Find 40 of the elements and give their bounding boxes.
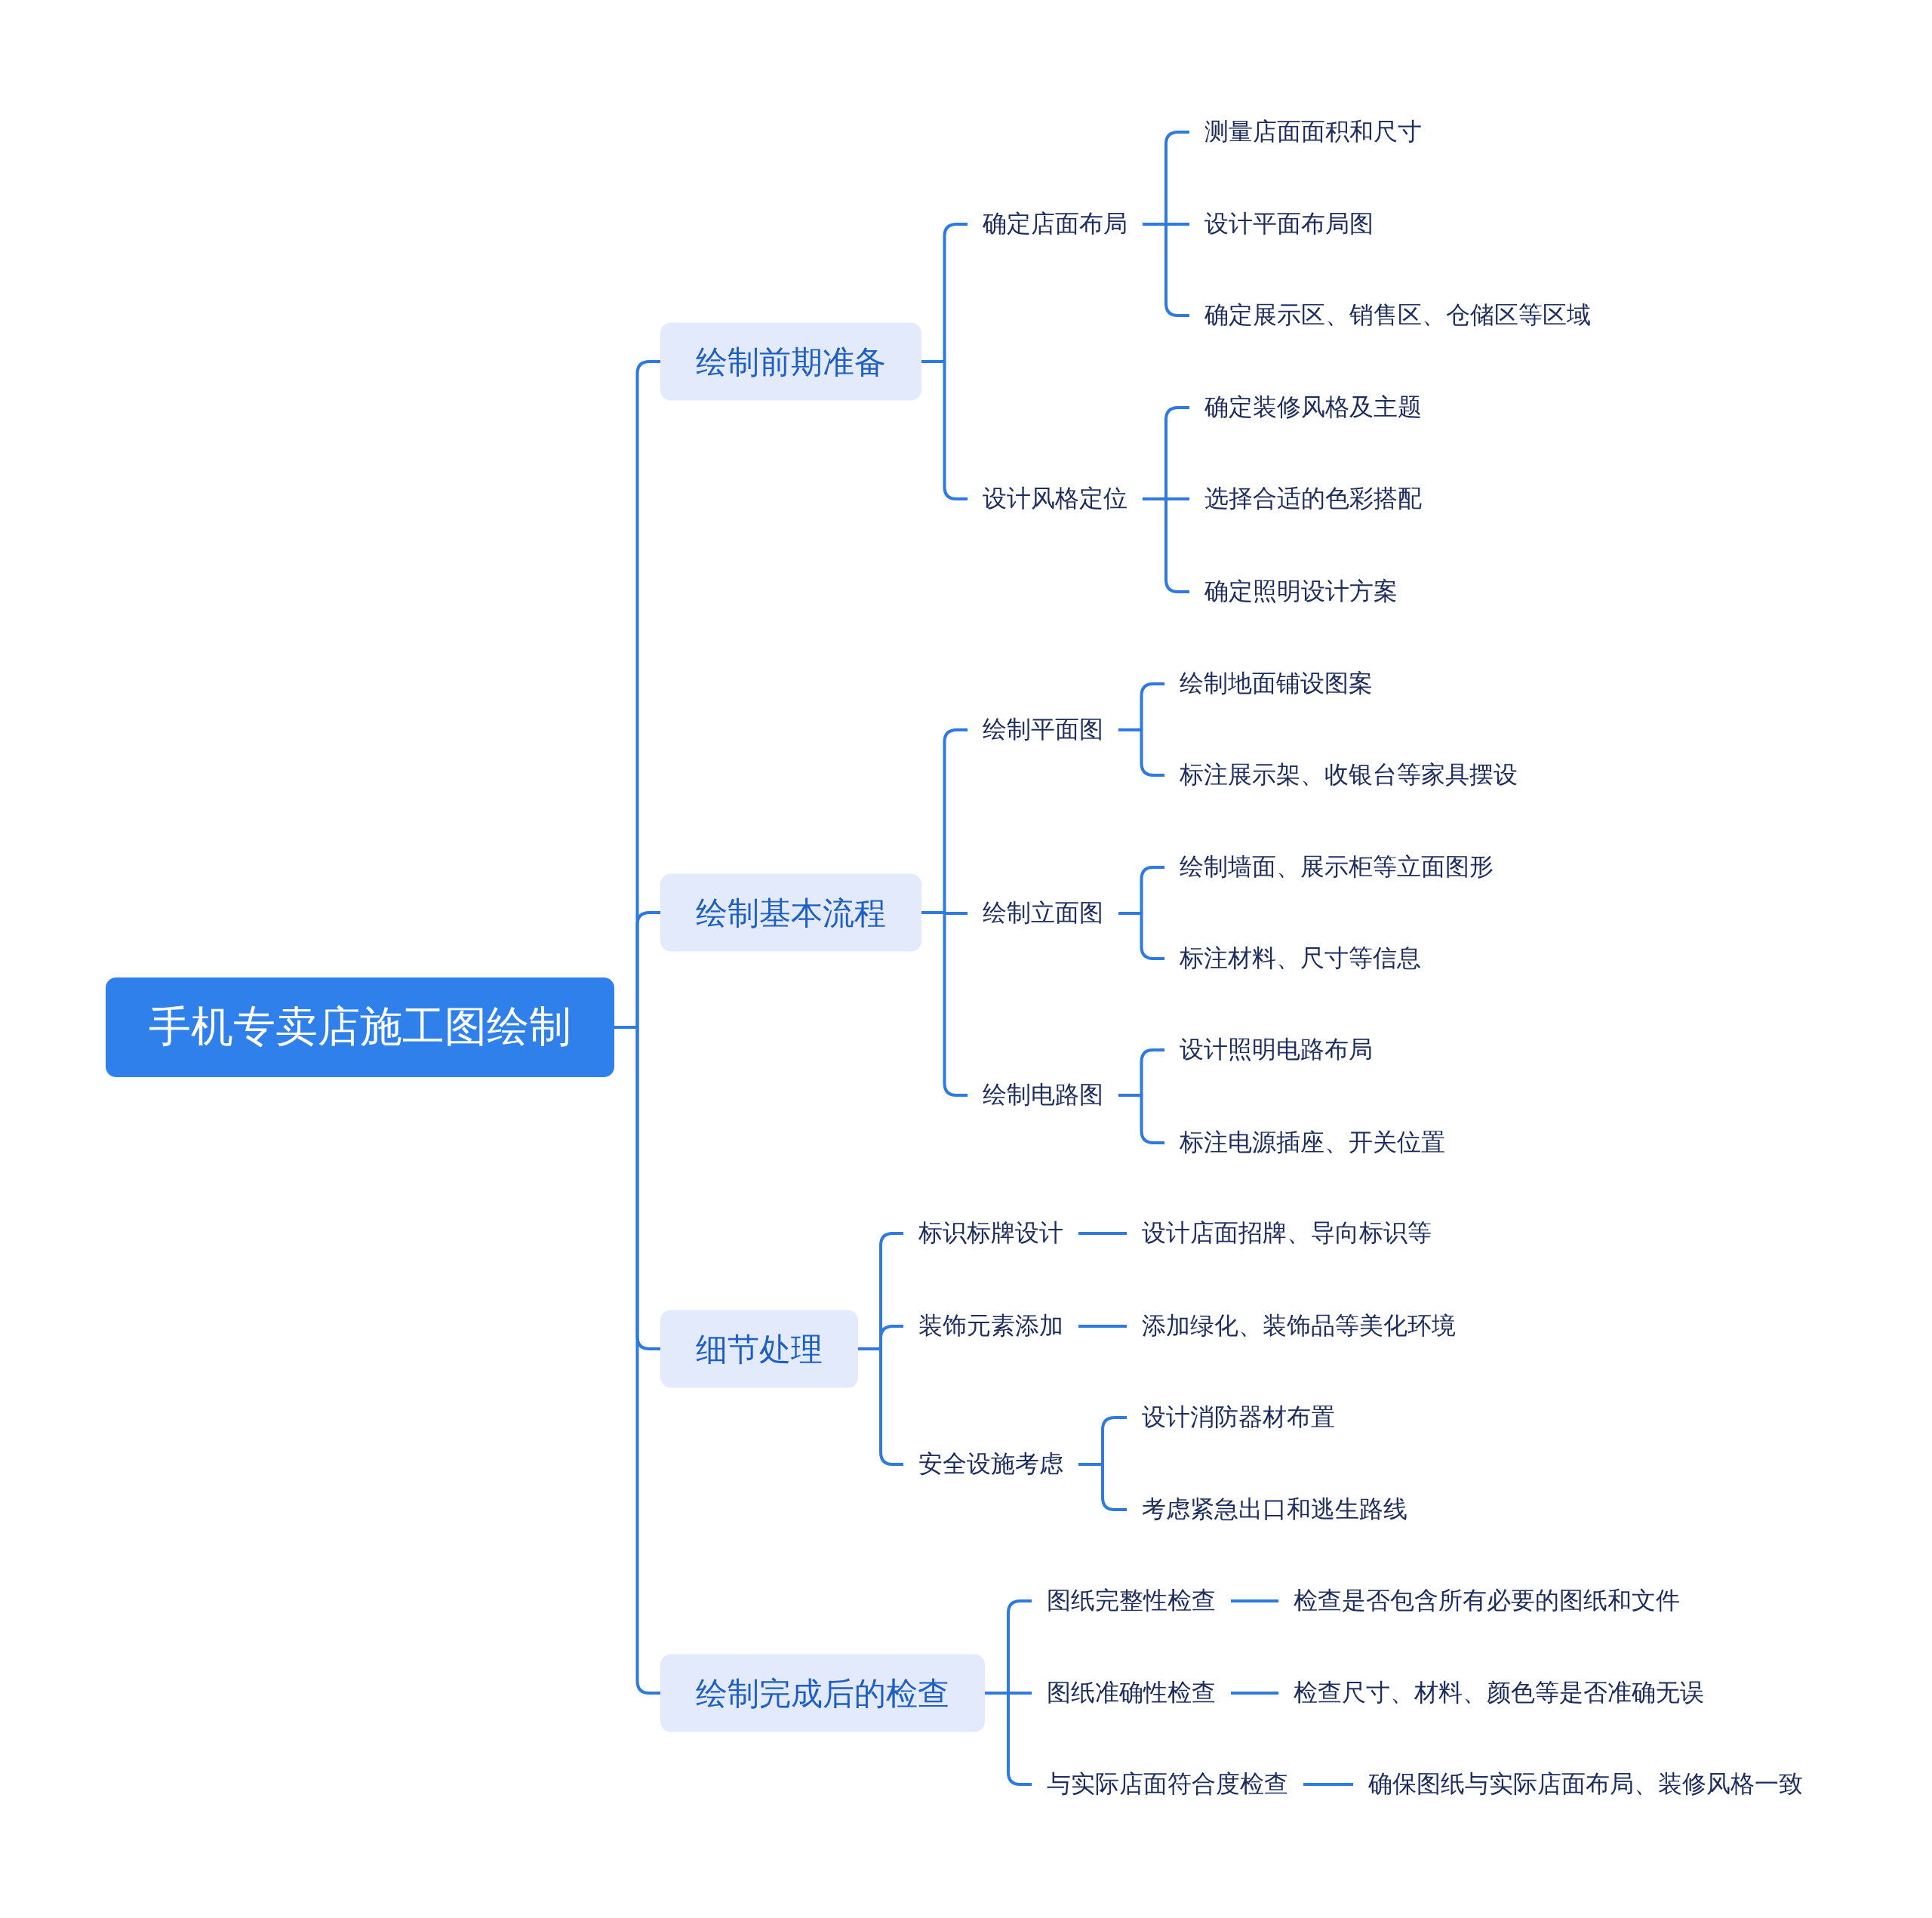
topic-label: 标识标牌设计 (903, 1215, 1078, 1252)
connector-line (1078, 1232, 1127, 1235)
topic-label: 检查是否包含所有必要的图纸和文件 (1278, 1582, 1695, 1620)
topic-label: 设计照明电路布局 (1164, 1031, 1388, 1069)
topic-label: 确定店面布局 (968, 205, 1143, 243)
topic-label: 绘制平面图 (968, 711, 1118, 749)
topic-label: 测量店面面积和尺寸 (1189, 113, 1437, 151)
topic-label: 设计消防器材布置 (1127, 1399, 1350, 1436)
topic-label: 设计风格定位 (968, 480, 1143, 518)
topic-label: 装饰元素添加 (903, 1307, 1078, 1345)
topic-label: 考虑紧急出口和逃生路线 (1127, 1491, 1423, 1529)
topic-box: 绘制前期准备 (660, 322, 921, 401)
topic-label: 图纸完整性检查 (1032, 1582, 1231, 1620)
topic-label: 检查尺寸、材料、颜色等是否准确无误 (1278, 1674, 1719, 1712)
topic-label: 安全设施考虑 (903, 1445, 1078, 1483)
topic-label: 添加绿化、装饰品等美化环境 (1127, 1307, 1471, 1345)
topic-label: 绘制电路图 (968, 1076, 1118, 1114)
topic-label: 确定装修风格及主题 (1189, 389, 1437, 426)
topic-label: 确定照明设计方案 (1189, 573, 1413, 611)
connector-line (1231, 1599, 1278, 1602)
topic-label: 确定展示区、销售区、仓储区等区域 (1189, 297, 1606, 334)
root-topic-box: 手机专卖店施工图绘制 (106, 977, 614, 1077)
topic-label: 绘制立面图 (968, 894, 1118, 932)
topic-label: 与实际店面符合度检查 (1032, 1766, 1303, 1803)
topic-label: 绘制墙面、展示柜等立面图形 (1164, 848, 1509, 886)
connector-line (1231, 1692, 1278, 1695)
connector-line (1303, 1783, 1353, 1786)
topic-label: 设计店面招牌、导向标识等 (1127, 1215, 1447, 1252)
topic-label: 标注材料、尺寸等信息 (1164, 940, 1436, 977)
topic-label: 选择合适的色彩搭配 (1189, 480, 1437, 518)
topic-label: 图纸准确性检查 (1032, 1674, 1231, 1712)
topic-label: 标注展示架、收银台等家具摆设 (1164, 756, 1533, 794)
topic-label: 设计平面布局图 (1189, 205, 1389, 243)
topic-box: 绘制基本流程 (660, 873, 921, 952)
connector-line (1078, 1325, 1127, 1328)
topic-label: 标注电源插座、开关位置 (1164, 1124, 1460, 1162)
topic-box: 细节处理 (660, 1310, 858, 1388)
topic-label: 确保图纸与实际店面布局、装修风格一致 (1353, 1766, 1818, 1803)
topic-box: 绘制完成后的检查 (660, 1654, 985, 1732)
topic-label: 绘制地面铺设图案 (1164, 665, 1388, 703)
